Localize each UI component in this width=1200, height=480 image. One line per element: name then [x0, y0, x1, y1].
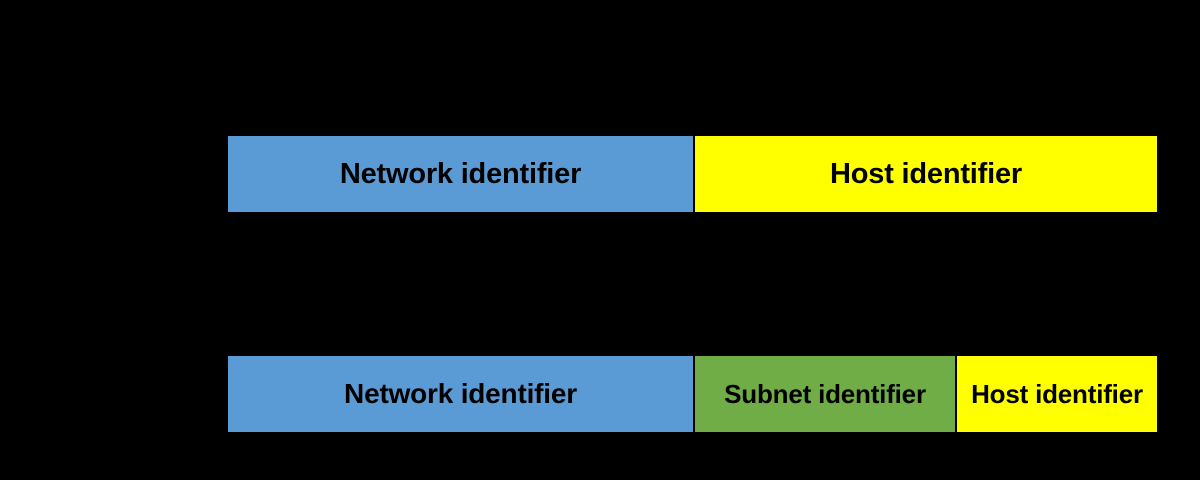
segment-host-identifier: Host identifier: [957, 356, 1157, 432]
segment-label: Network identifier: [339, 157, 582, 190]
segment-host-identifier: Host identifier: [695, 136, 1157, 212]
segment-label: Subnet identifier: [724, 379, 926, 409]
address-bar-unsubnetted: Network identifier Host identifier: [228, 136, 1157, 212]
address-bar-subnetted: Network identifier Subnet identifier Hos…: [228, 356, 1157, 432]
segment-label: Host identifier: [830, 157, 1022, 190]
segment-subnet-identifier: Subnet identifier: [695, 356, 955, 432]
segment-network-identifier: Network identifier: [228, 136, 693, 212]
segment-label: Host identifier: [971, 379, 1143, 409]
segment-label: Network identifier: [344, 378, 577, 409]
segment-network-identifier: Network identifier: [228, 356, 693, 432]
